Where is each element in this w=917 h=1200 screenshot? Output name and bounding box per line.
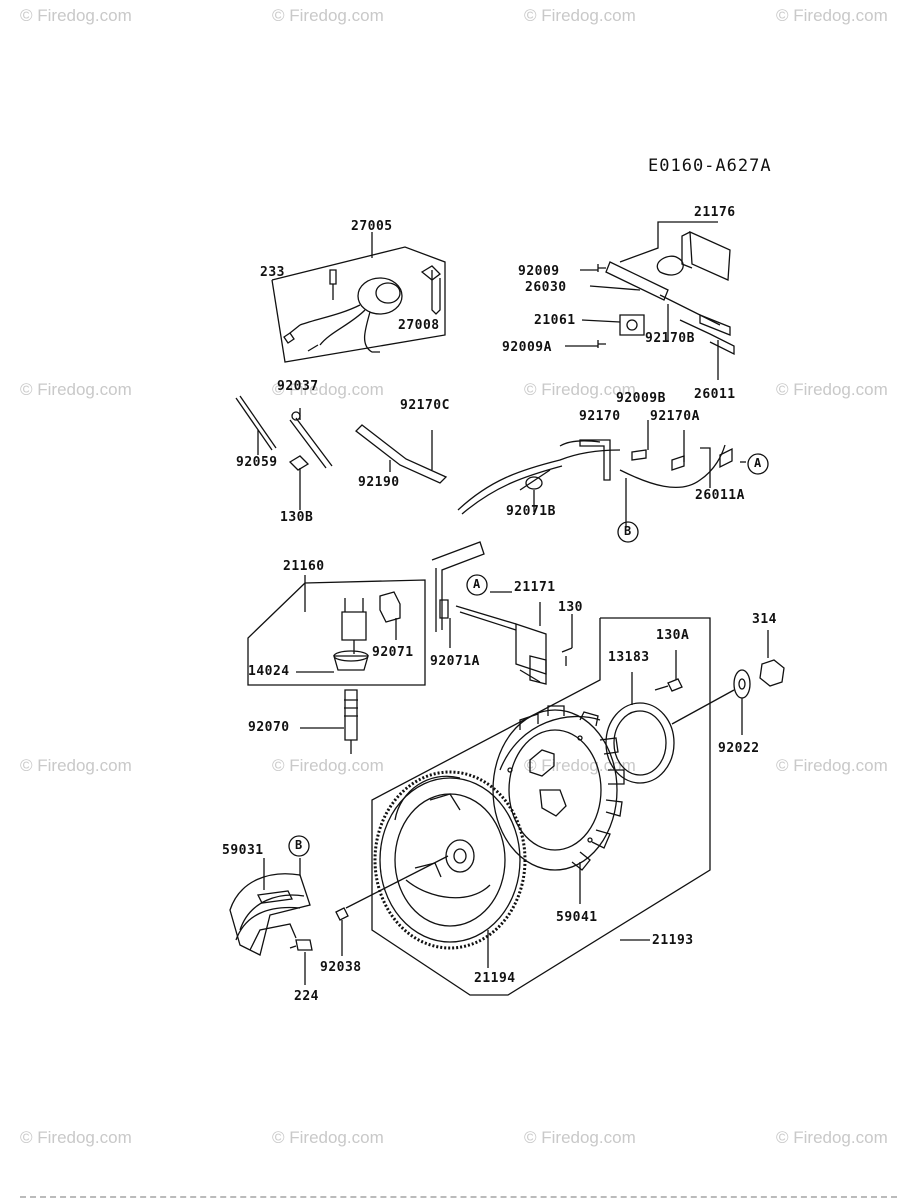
part-ref: 233 [260,265,285,280]
part-ref: 26011A [695,488,745,503]
part-ref: 27008 [398,318,440,333]
part-ref: 92009A [502,340,552,355]
part-ref: 21160 [283,559,325,574]
rectifier-assembly [565,221,735,380]
part-ref: 21171 [514,580,556,595]
wiring-harness [457,420,746,528]
watermark: © Firedog.com [272,380,384,399]
watermark: © Firedog.com [776,380,888,399]
part-ref: 92170A [650,409,700,424]
watermark: © Firedog.com [524,756,636,775]
footer-divider [20,1196,897,1198]
watermark: © Firedog.com [20,6,132,25]
marker-b: B [624,524,632,538]
marker-a: A [754,456,762,470]
part-ref: 92009 [518,264,560,279]
part-ref: 59041 [556,910,598,925]
part-ref: 92170B [645,331,695,346]
watermark: © Firedog.com [524,6,636,25]
ref-markers [288,453,769,857]
watermark: © Firedog.com [776,756,888,775]
part-ref: 92070 [248,720,290,735]
marker-a: A [473,577,481,591]
part-ref: 224 [294,989,319,1004]
part-ref: 130A [656,628,690,643]
flywheel [492,705,625,904]
part-ref: 92059 [236,455,278,470]
watermark: © Firedog.com [272,1128,384,1147]
part-ref: 314 [752,612,777,627]
part-ref: 21193 [652,933,694,948]
watermark: © Firedog.com [272,6,384,25]
part-ref: 130 [558,600,583,615]
part-ref: 130B [280,510,314,525]
watermark: © Firedog.com [776,1128,888,1147]
part-ref: 92170C [400,398,450,413]
part-ref: 27005 [351,219,393,234]
part-ref: 26030 [525,280,567,295]
part-ref: 21061 [534,313,576,328]
cooling-shroud [229,858,313,985]
part-ref: 13183 [608,650,650,665]
marker-b: B [295,838,303,852]
watermark: © Firedog.com [524,380,636,399]
part-ref: 92038 [320,960,362,975]
pins-and-brackets [235,395,448,510]
watermark: © Firedog.com [524,1128,636,1147]
watermark: © Firedog.com [272,756,384,775]
part-ref: 59031 [222,843,264,858]
part-ref: 21176 [694,205,736,220]
watermark: © Firedog.com [20,380,132,399]
watermark: © Firedog.com [20,756,132,775]
watermark: © Firedog.com [776,6,888,25]
part-ref: 92037 [277,379,319,394]
gasket-washer-nut [605,630,785,784]
ignition-switch-assembly [271,232,446,363]
ignition-coil-assembly [247,541,573,754]
watermark: © Firedog.com [20,1128,132,1147]
part-ref: 92170 [579,409,621,424]
part-ref: 21194 [474,971,516,986]
part-ref: 26011 [694,387,736,402]
part-ref: 92071B [506,504,556,519]
part-ref: 92009B [616,391,666,406]
part-ref: 92071 [372,645,414,660]
starter-ring-gear [335,770,527,968]
part-ref: 92190 [358,475,400,490]
part-ref: 14024 [248,664,290,679]
part-ref: 92022 [718,741,760,756]
part-ref: 92071A [430,654,480,669]
diagram-code: E0160-A627A [648,156,772,176]
